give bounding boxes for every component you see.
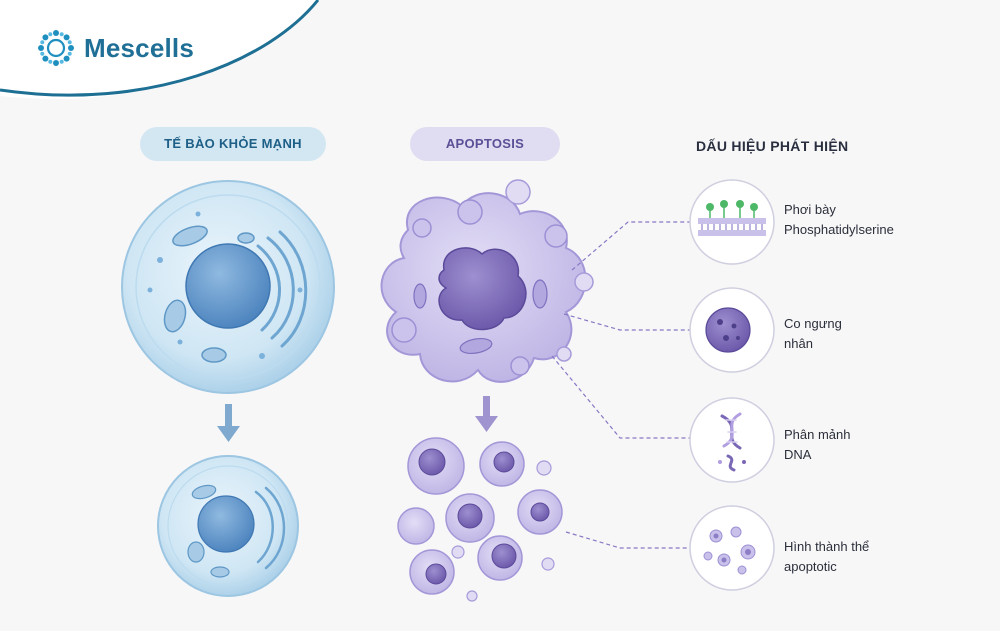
phosphatidylserine-membrane-icon bbox=[698, 200, 766, 236]
healthy-mitochondria bbox=[163, 225, 255, 363]
healthy-cell-large bbox=[121, 180, 335, 394]
sign-label-dna-fragmentation: Phân mảnh DNA bbox=[784, 425, 944, 465]
sign-circle-4 bbox=[689, 505, 775, 591]
healthy-down-arrow bbox=[217, 404, 240, 442]
apoptotic-blebs bbox=[505, 179, 594, 362]
detection-signs-title: DẤU HIỆU PHÁT HIỆN bbox=[696, 138, 849, 154]
sign-label-line1: Phân mảnh bbox=[784, 427, 851, 442]
sign-circle-2 bbox=[689, 287, 775, 373]
sign-label-line2: DNA bbox=[784, 447, 812, 462]
healthy-er-lines bbox=[256, 230, 308, 348]
sign-label-line1: Phơi bày bbox=[784, 202, 836, 217]
sign-label-apoptotic-bodies: Hình thành thể apoptotic bbox=[784, 537, 944, 577]
fragmented-dna-icon bbox=[718, 412, 746, 472]
apoptotic-condensed-nucleus bbox=[438, 247, 527, 331]
apoptosis-header: APOPTOSIS bbox=[410, 127, 560, 161]
sign-circle-1 bbox=[689, 179, 775, 265]
sign-label-line1: Hình thành thể bbox=[784, 539, 870, 554]
healthy-nucleus bbox=[185, 243, 271, 329]
sign-label-line2: apoptotic bbox=[784, 559, 837, 574]
brand-arc-decoration bbox=[0, 0, 320, 99]
mescells-logo-icon bbox=[38, 30, 74, 66]
connector-lines bbox=[551, 221, 690, 549]
sign-label-nuclear-condensation: Co ngưng nhân bbox=[784, 314, 944, 354]
sign-label-line2: nhân bbox=[784, 336, 813, 351]
apoptotic-bodies-icon bbox=[703, 526, 756, 575]
healthy-cell-small bbox=[157, 455, 299, 597]
apoptosis-down-arrow bbox=[475, 396, 498, 432]
sign-label-line1: Co ngưng bbox=[784, 316, 842, 331]
sign-label-line2: Phosphatidylserine bbox=[784, 222, 894, 237]
apoptotic-bodies-cluster bbox=[397, 437, 563, 602]
condensed-nucleus-icon bbox=[705, 307, 751, 353]
brand-name: Mescells bbox=[84, 32, 195, 63]
apoptotic-cell-large bbox=[380, 192, 587, 383]
healthy-cell-header: TẾ BÀO KHỎE MẠNH bbox=[140, 127, 326, 161]
sign-circle-3 bbox=[689, 397, 775, 483]
sign-label-phosphatidylserine: Phơi bày Phosphatidylserine bbox=[784, 200, 944, 240]
brand-header: Mescells bbox=[36, 28, 194, 68]
